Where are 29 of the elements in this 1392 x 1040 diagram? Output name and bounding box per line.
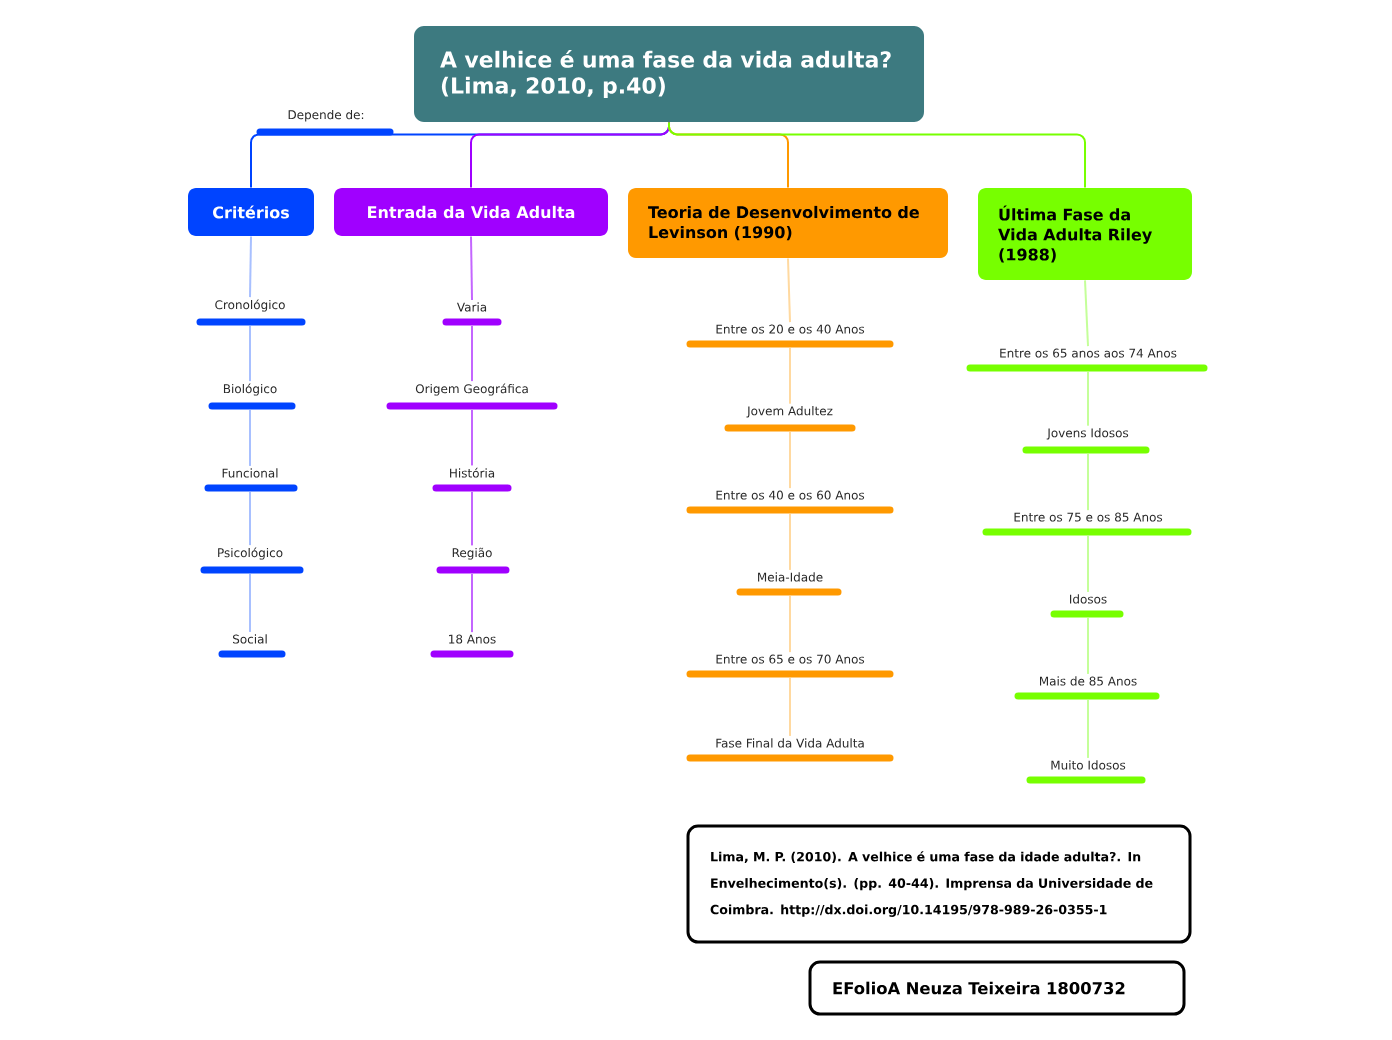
connector — [789, 347, 791, 405]
connector — [789, 513, 791, 571]
branch-box: Entrada da Vida Adulta — [334, 188, 608, 236]
connector — [471, 325, 473, 383]
connector — [1087, 371, 1089, 427]
connector — [249, 491, 251, 547]
connector — [249, 235, 252, 299]
connector — [1087, 617, 1089, 675]
connector — [668, 121, 1086, 189]
connector — [789, 431, 791, 490]
note-box: EFolioA Neuza Teixeira 1800732 — [808, 960, 1186, 1016]
connector — [249, 573, 251, 633]
connector — [789, 595, 791, 654]
connector — [789, 677, 791, 737]
topic-box: A velhice é uma fase da vida adulta? (Lima, 2010, p.40) — [414, 26, 924, 122]
connector — [471, 491, 473, 547]
connector — [471, 409, 473, 467]
connector — [471, 573, 473, 634]
branch-box: Critérios — [188, 188, 314, 236]
branch-box: Última Fase da Vida Adulta Riley (1988) — [978, 188, 1192, 280]
connector — [1087, 453, 1089, 512]
connector — [249, 409, 251, 467]
connector — [470, 235, 473, 301]
connector — [1084, 279, 1089, 348]
connector — [249, 325, 251, 383]
connector — [1087, 699, 1089, 759]
connector — [787, 257, 791, 324]
branch-box: Teoria de Desenvolvimento de Levinson (1990) — [628, 188, 948, 258]
connector — [1087, 535, 1089, 593]
